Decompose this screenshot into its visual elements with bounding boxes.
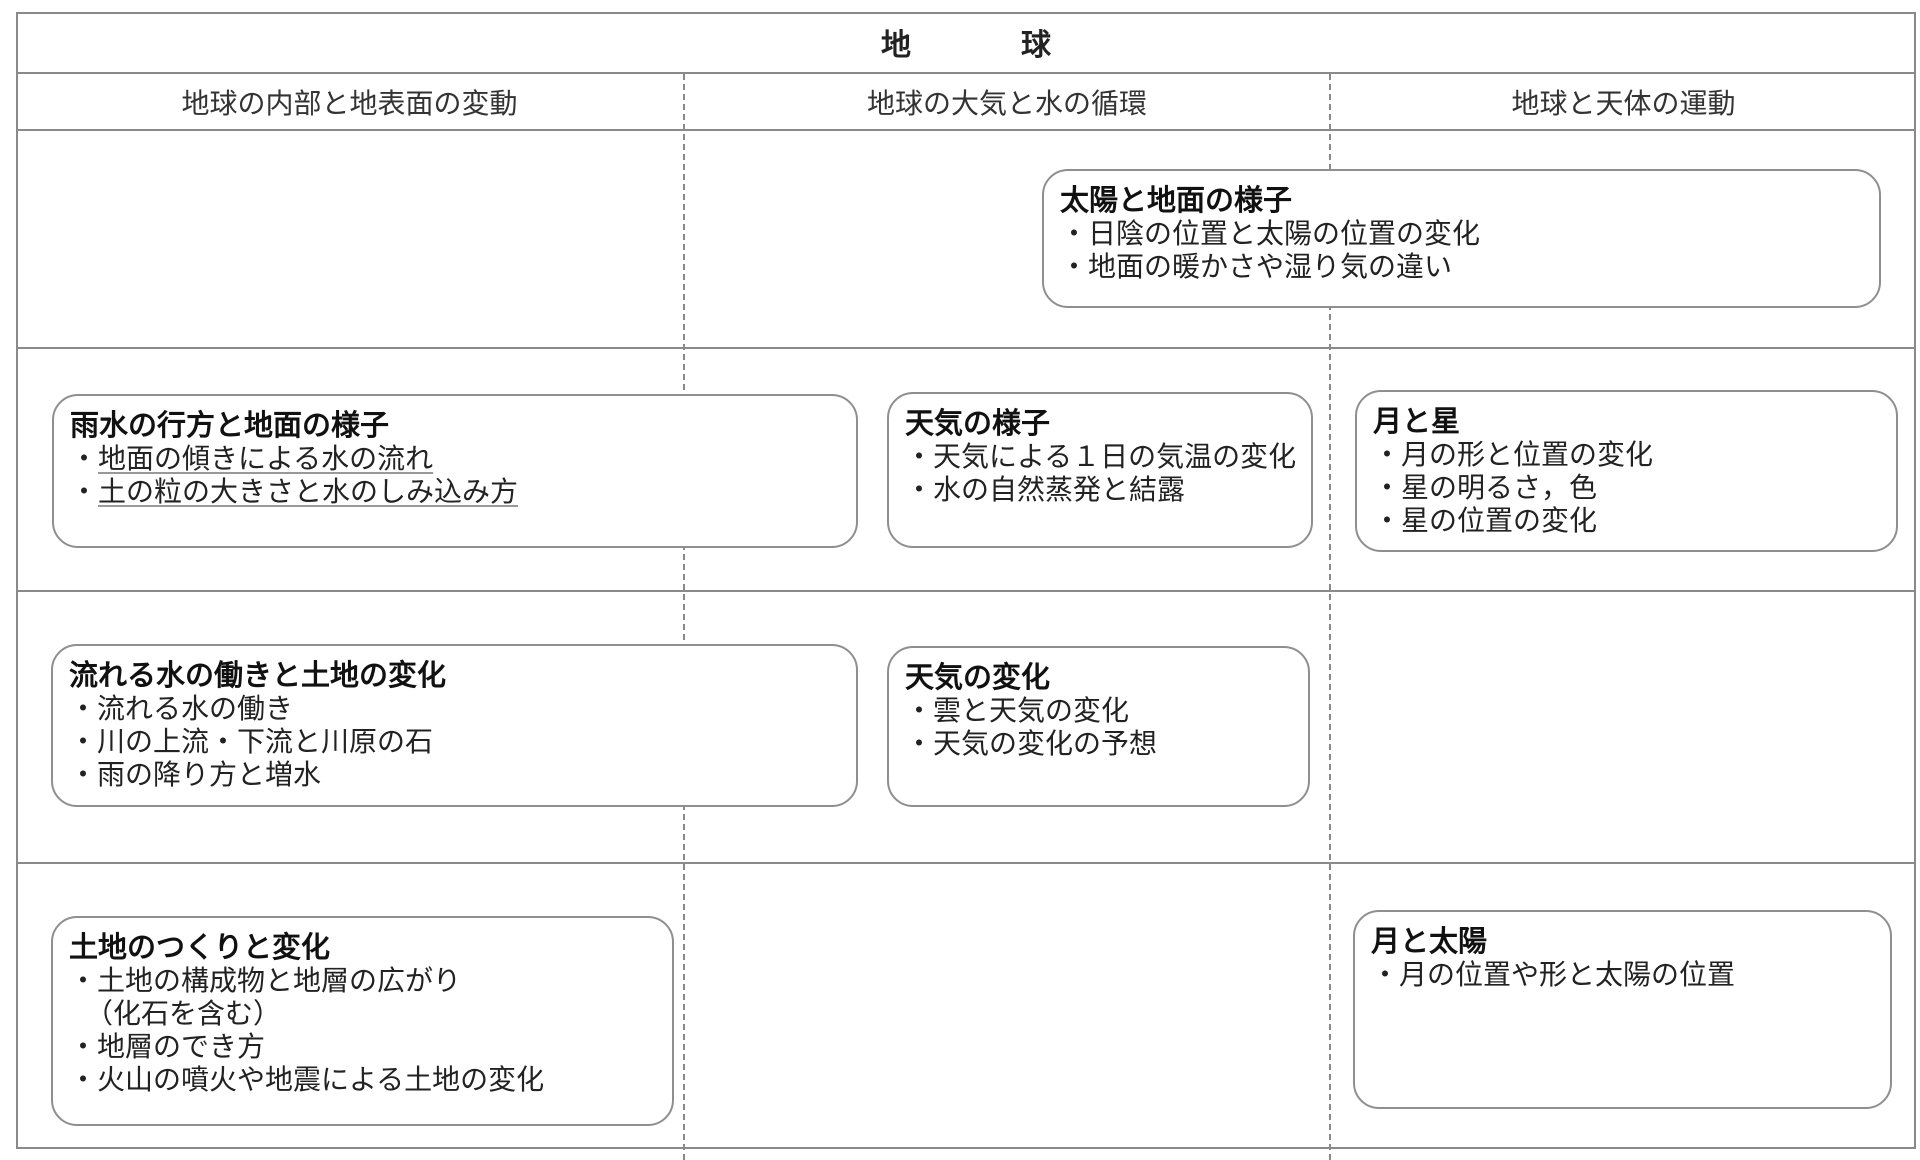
topic-item: ・川の上流・下流と川原の石 [69, 725, 434, 758]
topic-item: ・水の自然蒸発と結露 [905, 473, 1186, 506]
topic-box: 土地のつくりと変化 ・土地の構成物と地層の広がり （化石を含む） ・地層のでき方… [51, 916, 674, 1126]
topic-box: 月と星 ・月の形と位置の変化 ・星の明るさ，色 ・星の位置の変化 [1355, 390, 1898, 552]
topic-box: 月と太陽 ・月の位置や形と太陽の位置 [1353, 910, 1892, 1109]
grid-line [1914, 12, 1916, 1147]
bullet: ・ [70, 475, 99, 508]
grid-line [16, 1147, 1916, 1149]
topic-title: 土地のつくりと変化 [69, 930, 331, 964]
topic-item: ・天気による１日の気温の変化 [905, 440, 1297, 473]
topic-title: 天気の様子 [905, 406, 1051, 440]
column-divider [683, 74, 685, 1160]
topic-item: ・流れる水の働き [69, 692, 294, 725]
column-header: 地球と天体の運動 [1511, 86, 1736, 120]
topic-item: ・地面の暖かさや湿り気の違い [1060, 250, 1453, 283]
diagram-title: 地 球 [881, 28, 1091, 63]
topic-item: ・日陰の位置と太陽の位置の変化 [1060, 217, 1481, 250]
topic-item: ・火山の噴火や地震による土地の変化 [69, 1063, 545, 1096]
grid-line [16, 347, 1916, 349]
topic-item: ・天気の変化の予想 [905, 727, 1158, 760]
topic-box: 流れる水の働きと土地の変化 ・流れる水の働き ・川の上流・下流と川原の石 ・雨の… [51, 644, 858, 807]
topic-title: 雨水の行方と地面の様子 [70, 408, 390, 442]
topic-box: 太陽と地面の様子 ・日陰の位置と太陽の位置の変化 ・地面の暖かさや湿り気の違い [1042, 169, 1881, 308]
column-divider [1329, 74, 1331, 1160]
topic-item: ・月の形と位置の変化 [1373, 438, 1654, 471]
bullet: ・ [70, 442, 99, 475]
topic-item: （化石を含む） [85, 997, 282, 1030]
grid-line [16, 12, 1916, 14]
grid-line [16, 862, 1916, 864]
topic-title: 流れる水の働きと土地の変化 [69, 658, 447, 692]
column-header: 地球の内部と地表面の変動 [181, 86, 518, 120]
topic-box: 天気の変化 ・雲と天気の変化 ・天気の変化の予想 [887, 646, 1310, 807]
topic-item: ・土の粒の大きさと水のしみ込み方 [70, 475, 842, 508]
topic-item: ・土地の構成物と地層の広がり [69, 964, 462, 997]
topic-item: ・星の明るさ，色 [1373, 471, 1598, 504]
underlined-text: 地面の傾きによる水の流れ [98, 442, 434, 475]
grid-line [16, 590, 1916, 592]
topic-item: ・雨の降り方と増水 [69, 758, 322, 791]
topic-title: 月と太陽 [1371, 924, 1488, 958]
column-header: 地球の大気と水の循環 [866, 86, 1147, 120]
topic-item: ・地面の傾きによる水の流れ [70, 442, 842, 475]
topic-box: 天気の様子 ・天気による１日の気温の変化 ・水の自然蒸発と結露 [887, 392, 1313, 548]
topic-title: 太陽と地面の様子 [1060, 183, 1293, 217]
topic-item: ・雲と天気の変化 [905, 694, 1130, 727]
diagram-frame: 地 球 地球の内部と地表面の変動 地球の大気と水の循環 地球と天体の運動 太陽と… [16, 12, 1916, 1160]
topic-title: 天気の変化 [905, 660, 1051, 694]
topic-item: ・星の位置の変化 [1373, 504, 1598, 537]
topic-item: ・地層のでき方 [69, 1030, 266, 1063]
topic-title: 月と星 [1373, 404, 1461, 438]
grid-line [16, 72, 1916, 74]
topic-item: ・月の位置や形と太陽の位置 [1371, 958, 1736, 991]
grid-line [16, 129, 1916, 131]
topic-box: 雨水の行方と地面の様子 ・地面の傾きによる水の流れ ・土の粒の大きさと水のしみ込… [52, 394, 858, 548]
underlined-text: 土の粒の大きさと水のしみ込み方 [98, 475, 519, 508]
grid-line [16, 12, 18, 1147]
